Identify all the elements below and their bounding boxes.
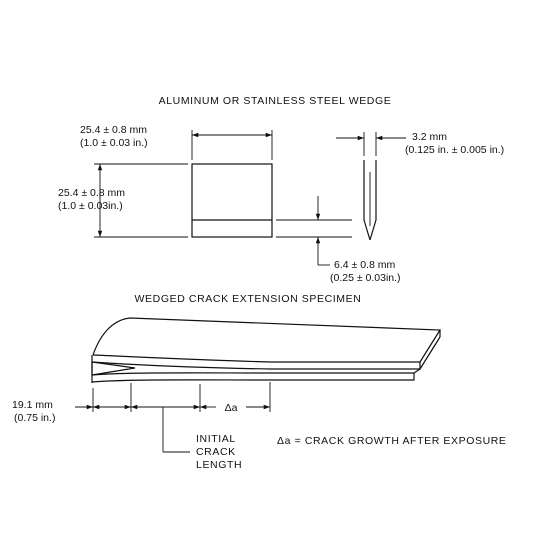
delta-a-label: Δa (225, 402, 238, 414)
crack-dimension: Δa 19.1 mm (0.75 in.) (12, 382, 271, 424)
wedge-height-in: (1.0 ± 0.03in.) (58, 200, 123, 212)
wedge-side-profile (363, 160, 377, 241)
offset-in-label: (0.75 in.) (14, 412, 55, 424)
initial-crack-line1: INITIAL (196, 433, 236, 445)
offset-mm-label: 19.1 mm (12, 399, 53, 411)
wedge-width-mm: 25.4 ± 0.8 mm (80, 124, 147, 136)
wedge-width-dimension: 25.4 ± 0.8 mm (1.0 ± 0.03 in.) (80, 124, 273, 160)
wedge-thickness-in: (0.125 in. ± 0.005 in.) (405, 144, 504, 156)
wedge-height-mm: 25.4 ± 0.8 mm (58, 187, 125, 199)
specimen-drawing (91, 317, 442, 383)
wedge-bevel-dimension: 6.4 ± 0.8 mm (0.25 ± 0.03in.) (276, 196, 401, 284)
wedge-bevel-in: (0.25 ± 0.03in.) (330, 272, 401, 284)
delta-a-legend: Δa = CRACK GROWTH AFTER EXPOSURE (277, 435, 507, 447)
wedge-title: ALUMINUM OR STAINLESS STEEL WEDGE (159, 95, 392, 107)
initial-crack-line2: CRACK (196, 446, 236, 458)
initial-crack-line3: LENGTH (196, 459, 242, 471)
wedge-front-view (191, 163, 273, 238)
wedge-height-dimension: 25.4 ± 0.8 mm (1.0 ± 0.03in.) (58, 163, 188, 238)
wedge-width-in: (1.0 ± 0.03 in.) (80, 137, 148, 149)
specimen-title: WEDGED CRACK EXTENSION SPECIMEN (135, 293, 362, 305)
initial-crack-leader: INITIAL CRACK LENGTH (162, 407, 242, 471)
wedge-thickness-dimension: 3.2 mm (0.125 in. ± 0.005 in.) (336, 131, 504, 156)
wedge-bevel-mm: 6.4 ± 0.8 mm (334, 259, 395, 271)
wedge-thickness-mm: 3.2 mm (412, 131, 447, 143)
